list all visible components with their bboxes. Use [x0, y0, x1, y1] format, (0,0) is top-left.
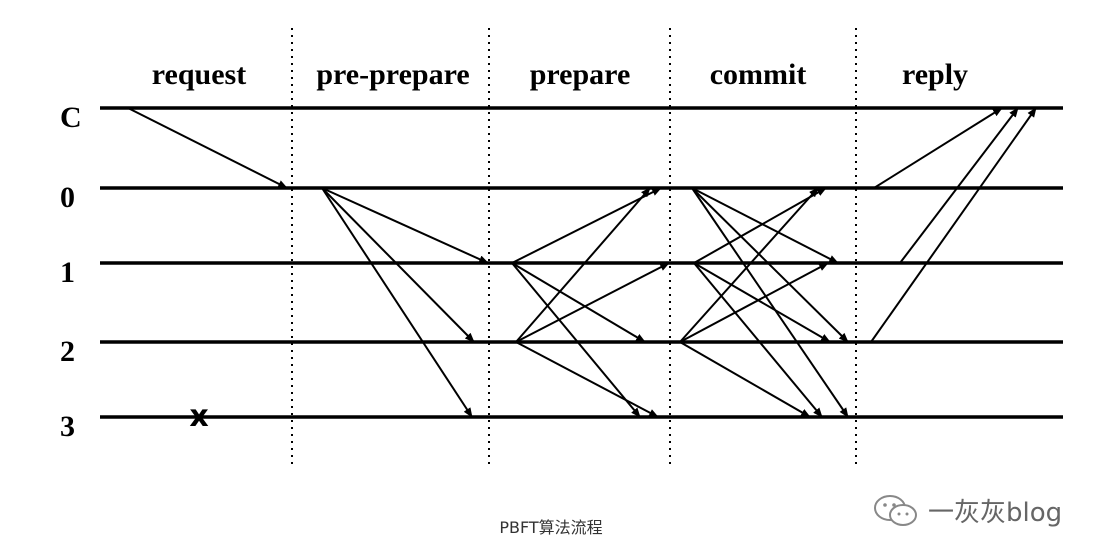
- watermark: 一灰灰blog: [872, 492, 1062, 529]
- message-arrow-prepare-2-to-0: [515, 187, 651, 343]
- message-arrow-commit-2-to-3: [679, 341, 811, 418]
- message-arrow-pre-prepare-0-to-1: [321, 187, 489, 264]
- message-arrow-prepare-1-to-0: [511, 187, 662, 264]
- failure-marker: x: [189, 399, 208, 434]
- message-arrow-commit-0-to-2: [691, 187, 849, 343]
- phase-label-pre-prepare: pre-prepare: [316, 58, 470, 91]
- message-arrow-commit-1-to-2: [693, 262, 831, 343]
- phase-label-request: request: [151, 58, 247, 91]
- message-arrow-commit-0-to-1: [691, 187, 839, 264]
- message-arrow-reply-0-to-C: [873, 107, 1003, 189]
- message-arrow-commit-2-to-1: [679, 262, 829, 343]
- node-label-C: C: [60, 101, 82, 134]
- figure-caption: PBFT算法流程: [499, 518, 603, 537]
- node-label-2: 2: [60, 335, 75, 368]
- wechat-icon: [874, 494, 917, 526]
- message-arrow-commit-2-to-0: [679, 187, 819, 343]
- node-label-0: 0: [60, 181, 75, 214]
- message-arrow-commit-1-to-0: [693, 187, 827, 264]
- node-label-3: 3: [60, 410, 75, 443]
- message-arrow-pre-prepare-0-to-2: [321, 187, 475, 343]
- watermark-text: 一灰灰blog: [928, 498, 1063, 528]
- message-arrow-prepare-2-to-3: [515, 341, 659, 418]
- message-arrow-commit-0-to-3: [691, 187, 849, 418]
- phase-label-commit: commit: [709, 58, 807, 91]
- message-arrow-request-C-to-0: [127, 107, 288, 189]
- message-arrow-prepare-1-to-3: [511, 262, 641, 418]
- message-arrow-commit-1-to-3: [693, 262, 823, 418]
- node-label-1: 1: [60, 256, 75, 289]
- message-arrow-reply-2-to-C: [870, 107, 1037, 343]
- message-arrow-prepare-2-to-1: [515, 262, 670, 343]
- message-arrow-prepare-1-to-2: [511, 262, 646, 343]
- message-arrow-pre-prepare-0-to-3: [321, 187, 473, 418]
- phase-label-prepare: prepare: [529, 58, 631, 91]
- message-arrow-reply-1-to-C: [899, 107, 1019, 264]
- phase-label-reply: reply: [901, 58, 969, 91]
